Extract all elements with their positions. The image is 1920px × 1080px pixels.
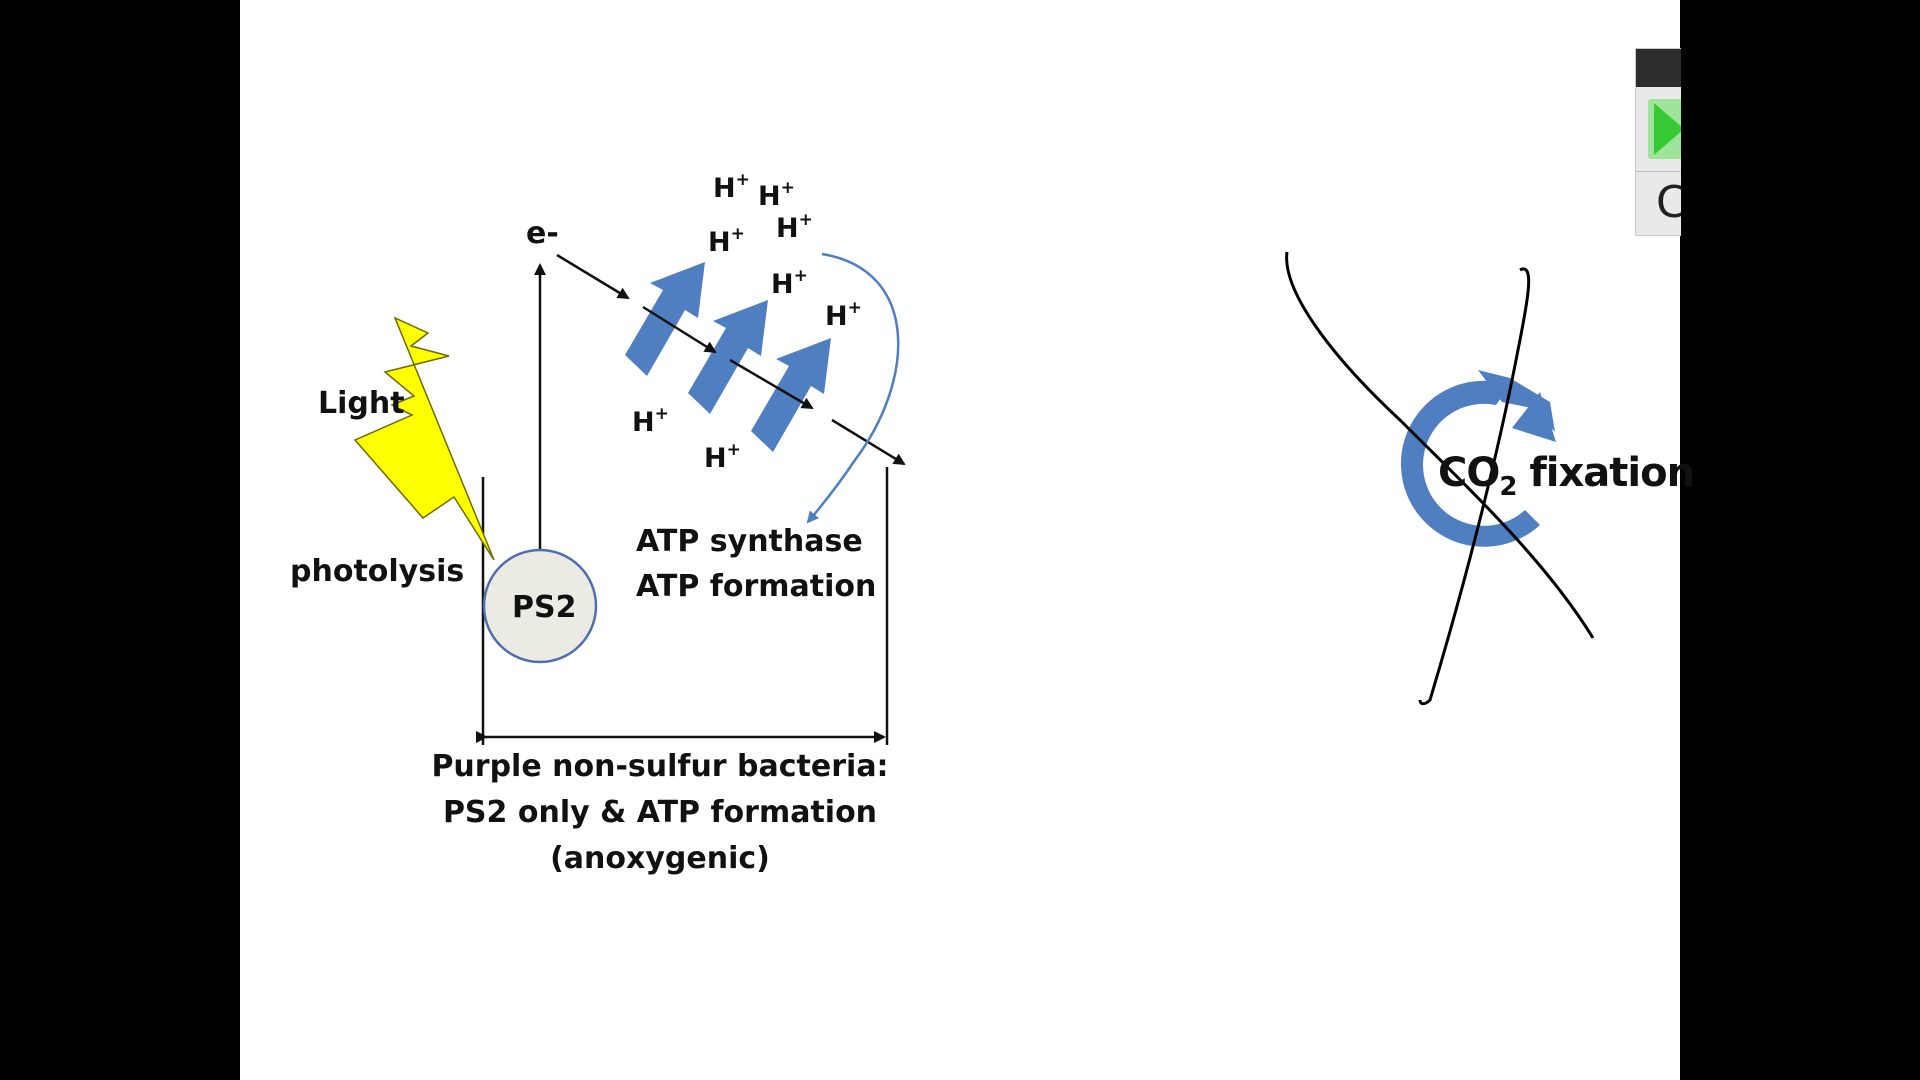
ps2-label: PS2 xyxy=(512,590,577,625)
proton-label: H+ xyxy=(704,440,741,474)
diagram-caption: Purple non-sulfur bacteria: PS2 only & A… xyxy=(430,744,890,882)
light-label: Light xyxy=(318,386,405,421)
co2-fixation-label: CO2 fixation xyxy=(1438,450,1695,502)
caption-line-1: Purple non-sulfur bacteria: xyxy=(431,749,889,784)
caption-line-2: PS2 only & ATP formation xyxy=(442,795,878,830)
lightning-bolt-icon xyxy=(353,316,495,561)
proton-label: H+ xyxy=(771,266,808,300)
cycle-arrow-head xyxy=(1478,370,1555,432)
proton-label: H+ xyxy=(825,298,862,332)
proton-label: H+ xyxy=(708,224,745,258)
cross-out-line-2 xyxy=(1418,267,1531,706)
player-divider xyxy=(1636,171,1681,172)
electron-flow-arrow-1 xyxy=(556,253,630,300)
media-player-widget[interactable]: C xyxy=(1635,48,1681,236)
cross-out-line-1 xyxy=(1285,251,1595,639)
player-title-bar xyxy=(1636,49,1681,87)
electron-label: e- xyxy=(526,216,559,251)
caption-line-3: (anoxygenic) xyxy=(550,841,770,876)
proton-label: H+ xyxy=(632,404,669,438)
atp-synthase-label: ATP synthase xyxy=(636,524,863,559)
play-icon xyxy=(1654,103,1681,155)
photolysis-label: photolysis xyxy=(290,554,465,589)
cycle-arrow-head-tip xyxy=(1512,392,1556,442)
electron-flow-arrow-3 xyxy=(729,358,814,410)
proton-label: H+ xyxy=(713,170,750,204)
atp-formation-label: ATP formation xyxy=(636,569,877,604)
ps2-circle xyxy=(482,548,598,664)
player-option-icon[interactable]: C xyxy=(1656,177,1681,228)
electron-flow-arrow-2 xyxy=(642,305,717,354)
slide-canvas xyxy=(240,0,1680,1080)
blue-arrow-1 xyxy=(625,262,705,376)
proton-label: H+ xyxy=(776,210,813,244)
proton-return-curve xyxy=(806,252,900,524)
blue-arrow-2 xyxy=(688,300,768,414)
circular-arrow-icon xyxy=(1400,380,1540,547)
proton-label: H+ xyxy=(758,178,795,212)
